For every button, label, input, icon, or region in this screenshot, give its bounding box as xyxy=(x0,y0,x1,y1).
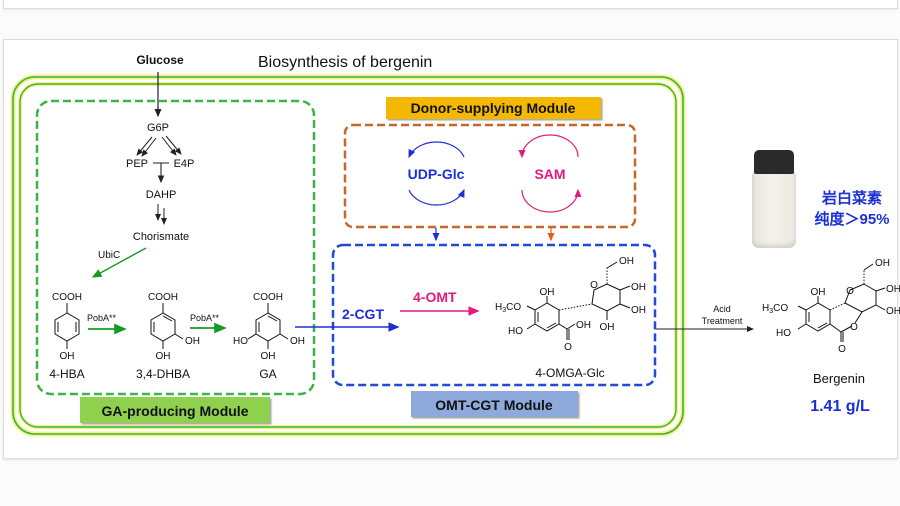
sam-label: SAM xyxy=(534,166,565,182)
hba-name: 4-HBA xyxy=(49,367,84,381)
bergenin-carbonyl-o: O xyxy=(838,344,846,355)
compound-4-omga-glc xyxy=(526,261,631,340)
omga-oh-2: OH xyxy=(600,322,615,333)
bergenin-lactone-o: O xyxy=(850,322,858,333)
g6p-branch-arrows xyxy=(136,135,182,157)
ubic-arrow xyxy=(91,247,147,278)
diagram-title: Biosynthesis of bergenin xyxy=(258,54,432,71)
ga-name: GA xyxy=(259,367,276,381)
svg-text:GA-producing Module: GA-producing Module xyxy=(102,403,249,419)
omga-ch2oh: OH xyxy=(619,256,634,267)
omt-label: 4-OMT xyxy=(413,289,457,305)
purity-annotation: 岩白菜素 纯度＞95% xyxy=(804,188,900,230)
udp-glc-cycle xyxy=(408,141,465,206)
omga-oh-top: OH xyxy=(540,287,555,298)
pep-label: PEP xyxy=(126,158,148,170)
cgt-label: 2-CGT xyxy=(342,306,384,322)
dhba-oh-4: OH xyxy=(156,351,171,362)
bergenin-name: Bergenin xyxy=(813,371,865,386)
svg-text:Donor-supplying Module: Donor-supplying Module xyxy=(411,100,576,116)
compound-ga xyxy=(247,303,289,349)
hba-cooh: COOH xyxy=(52,292,82,303)
compound-4-hba xyxy=(54,303,80,349)
omt-cgt-module-box xyxy=(331,243,657,387)
purity-value: 纯度＞95% xyxy=(814,211,890,228)
e4p-label: E4P xyxy=(174,158,195,170)
hba-oh: OH xyxy=(60,351,75,362)
dhba-cooh: COOH xyxy=(148,292,178,303)
poba-label-1: PobA** xyxy=(87,313,117,323)
chorismate-label: Chorismate xyxy=(133,231,189,243)
ga-cooh: COOH xyxy=(253,292,283,303)
vial-glass xyxy=(752,172,796,248)
sam-cycle xyxy=(518,134,582,213)
previous-card xyxy=(3,0,898,9)
dhba-oh-3: OH xyxy=(185,336,200,347)
treatment-label: Treatment xyxy=(702,316,743,326)
svg-text:OMT-CGT Module: OMT-CGT Module xyxy=(435,397,553,413)
bergenin-titer: 1.41 g/L xyxy=(810,398,870,415)
dhba-name: 3,4-DHBA xyxy=(136,367,190,381)
ubic-label: UbiC xyxy=(98,250,120,261)
omt-cgt-module-label: OMT-CGT Module xyxy=(411,391,578,417)
glucose-label: Glucose xyxy=(136,53,184,67)
udp-glc-label: UDP-Glc xyxy=(408,166,465,182)
omga-oh-4: OH xyxy=(631,282,646,293)
bergenin-ho: HO xyxy=(776,328,791,339)
bergenin-ch2oh: OH xyxy=(875,258,890,269)
ga-oh-5: OH xyxy=(290,336,305,347)
bergenin-oh-3: OH xyxy=(886,306,900,317)
dahp-label: DAHP xyxy=(146,189,177,201)
omga-name: 4-OMGA-Glc xyxy=(535,366,604,380)
compound-3-4-dhba xyxy=(150,303,184,349)
bergenin-oh-4: OH xyxy=(886,284,900,295)
omga-acid-oh: OH xyxy=(576,320,591,331)
g6p-label: G6P xyxy=(147,122,169,134)
donor-module-label: Donor-supplying Module xyxy=(386,97,601,119)
ga-ho: HO xyxy=(233,336,248,347)
vial-cap xyxy=(754,150,794,174)
ga-oh-4: OH xyxy=(261,351,276,362)
ga-module-label: GA-producing Module xyxy=(80,397,270,423)
bergenin-oh-top: OH xyxy=(811,287,826,298)
poba-label-2: PobA** xyxy=(190,313,220,323)
omga-ho: HO xyxy=(508,326,523,337)
bergenin-methoxy: H3CO xyxy=(762,303,788,315)
ga-module-box xyxy=(35,99,316,396)
outer-border xyxy=(10,74,686,437)
omga-ring-o: O xyxy=(590,280,598,291)
omga-oh-3: OH xyxy=(631,305,646,316)
bergenin-vial-image xyxy=(752,150,796,250)
bergenin-ring-o: O xyxy=(846,286,854,297)
compound-bergenin xyxy=(797,263,886,342)
omga-acid-o: O xyxy=(564,342,572,353)
purity-compound-name: 岩白菜素 xyxy=(821,190,882,207)
donor-module-box xyxy=(343,123,637,229)
acid-label: Acid xyxy=(713,304,731,314)
omga-methoxy: H3CO xyxy=(495,302,521,314)
